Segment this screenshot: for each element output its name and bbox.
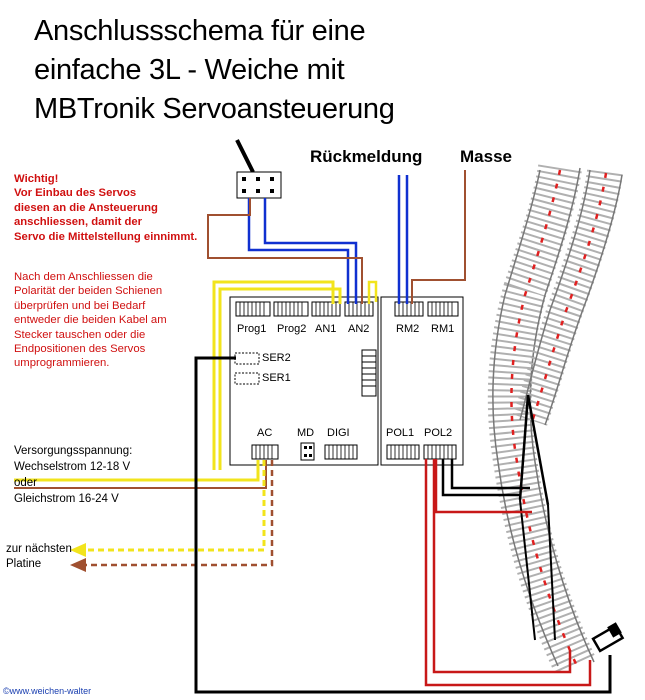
label-an1: AN1 <box>315 323 337 335</box>
arrow-next-yellow <box>70 543 86 557</box>
title-line-1: Anschlussschema für eine <box>34 15 366 47</box>
polarity-line: umprogrammieren. <box>14 357 110 370</box>
label-rm1: RM1 <box>431 323 455 335</box>
frog-wire <box>547 504 556 641</box>
frog-wire <box>526 394 550 506</box>
supply-note: Versorgungsspannung: Wechselstrom 12-18 … <box>14 443 132 507</box>
wire-pol-red2 <box>432 459 572 674</box>
polarity-line: Stecker tauschen oder die <box>14 328 146 341</box>
servo-port-ser2 <box>234 352 260 365</box>
next-line: Platine <box>6 558 42 570</box>
wire-pol-black1 <box>441 459 520 497</box>
connector-blocks-left <box>235 301 459 317</box>
track-sleepers <box>487 164 595 675</box>
label-pol2: POL2 <box>424 427 453 439</box>
connector-an2 <box>344 301 374 317</box>
polarity-line: überprüfen und bei Bedarf <box>14 299 146 312</box>
label-rm2: RM2 <box>396 323 420 335</box>
frog-wire <box>518 394 530 501</box>
label-prog2: Prog2 <box>277 323 307 335</box>
connector-prog1 <box>235 301 271 317</box>
label-ser1: SER1 <box>262 372 291 384</box>
next-board-note: zur nächsten Platine <box>6 542 72 572</box>
wire-supply-brown <box>14 460 267 489</box>
polarity-line: Nach dem Anschliessen die <box>14 271 153 283</box>
wire-yellow-top2 <box>218 287 342 470</box>
board-right <box>380 296 464 466</box>
servo-port-ser1 <box>234 372 260 385</box>
wire-pol-black2 <box>450 459 530 490</box>
copyright: ©www.weichen-walter <box>3 686 92 696</box>
connector-prog2 <box>273 301 309 317</box>
connector-md <box>300 442 315 461</box>
track-branch-rail <box>544 174 623 426</box>
important-line: Vor Einbau des Servos <box>14 187 137 200</box>
track-branch-sleepers <box>512 169 623 426</box>
polarity-line: entweder die beiden Kabel am <box>14 314 167 327</box>
connector-rm1 <box>427 301 459 317</box>
label-ac: AC <box>257 427 273 439</box>
connector-rm2 <box>394 301 424 317</box>
wire-blue-an2b <box>263 198 358 304</box>
title-line-2: einfache 3L - Weiche mit <box>34 54 345 86</box>
feedback-label: Rückmeldung <box>310 147 423 166</box>
connector-an1 <box>311 301 341 317</box>
important-note: Wichtig! Vor Einbau des Servos diesen an… <box>14 172 197 244</box>
wire-supply-yellow <box>14 460 260 482</box>
track-branch-rail <box>519 169 591 421</box>
wire-yellow-an2r <box>367 280 378 304</box>
important-line: anschliessen, damit der <box>14 216 143 229</box>
polarity-note: Nach dem Anschliessen die Polarität der … <box>14 270 167 371</box>
label-pol1: POL1 <box>386 427 415 439</box>
md-dots <box>304 446 312 457</box>
track-turnout <box>487 164 623 675</box>
chip <box>361 349 377 397</box>
wire-pol-red1 <box>424 459 592 687</box>
supply-line: Wechselstrom 12-18 V <box>14 461 131 473</box>
wire-next-yellow <box>85 460 266 552</box>
connector-ac <box>251 444 279 460</box>
wire-brown-plug <box>207 198 363 304</box>
polarity-line: Polarität der beiden Schienen <box>14 285 163 298</box>
supply-line: oder <box>14 477 38 489</box>
important-line: diesen an die Ansteuerung <box>14 201 158 214</box>
wire-pol-red3 <box>434 459 532 514</box>
label-md: MD <box>297 427 315 439</box>
supply-line: Gleichstrom 16-24 V <box>14 493 119 505</box>
wire-yellow-top <box>212 280 335 470</box>
label-prog1: Prog1 <box>237 323 267 335</box>
arrow-next-brown <box>70 558 86 572</box>
wire-brown-ground <box>411 170 466 304</box>
track-branch-dashes <box>530 172 608 423</box>
frog-wire <box>519 499 536 641</box>
important-line: Servo die Mittelstellung einnimmt. <box>14 230 198 243</box>
label-an2: AN2 <box>348 323 370 335</box>
title-line-3: MBTronik Servoansteuerung <box>34 93 395 125</box>
supply-line: Versorgungsspannung: <box>14 445 133 457</box>
next-line: zur nächsten <box>6 543 72 555</box>
servo-icon <box>591 622 625 653</box>
wire-black-servo <box>194 356 612 694</box>
diagram-title: Anschlussschema für eine einfache 3L - W… <box>34 12 454 129</box>
polarity-line: Endpositionen des Servos <box>14 343 146 356</box>
track-rail <box>492 169 559 667</box>
plug-connector <box>235 139 282 199</box>
label-digi: DIGI <box>327 427 350 439</box>
wire-blue-an2 <box>247 198 350 304</box>
wire-next-brown <box>85 460 274 567</box>
ground-label: Masse <box>460 147 512 166</box>
label-ser2: SER2 <box>262 352 291 364</box>
important-heading: Wichtig! <box>14 173 59 185</box>
